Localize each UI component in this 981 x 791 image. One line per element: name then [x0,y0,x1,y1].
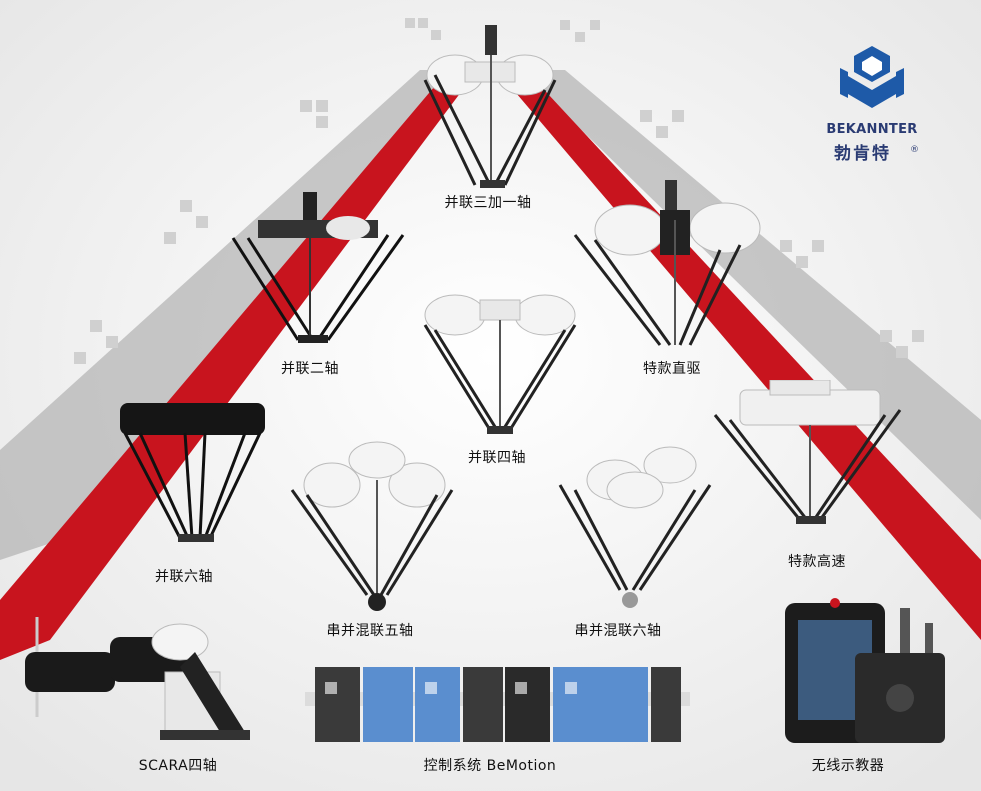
label-hybrid-5axis: 串并混联五轴 [326,623,414,639]
robot-parallel-6axis-illustration [120,403,265,542]
brand-name-zh: 勃肯特 [834,144,891,164]
robot-hybrid-6axis-illustration [558,446,712,608]
brand-name-en: BEKANNTER [826,122,918,137]
label-parallel-4axis: 并联四轴 [468,450,526,466]
robot-parallel-4axis-illustration [423,294,577,434]
label-wireless-pendant: 无线示教器 [811,758,885,774]
robot-special-high-speed-illustration [713,380,902,524]
robot-parallel-3plus1-illustration [423,25,557,188]
label-special-high-speed: 特款高速 [788,554,846,570]
robot-special-direct-drive-illustration [573,180,761,346]
label-parallel-3plus1: 并联三加一轴 [444,195,532,211]
label-parallel-6axis: 并联六轴 [155,569,213,585]
label-control-system: 控制系统 BeMotion [423,758,557,774]
pixel-pattern [74,18,924,364]
wireless-pendant-illustration [785,598,945,743]
label-scara-4axis: SCARA四轴 [138,758,218,774]
robot-hybrid-5axis-illustration [290,441,454,611]
label-hybrid-6axis: 串并混联六轴 [574,623,662,639]
registered-mark: ® [910,145,919,155]
robot-scara-4axis-illustration [25,617,250,740]
control-system-bemotion-illustration [305,667,690,742]
robot-parallel-2axis-illustration [231,192,405,343]
brand-emblem-icon [840,46,904,108]
label-parallel-2axis: 并联二轴 [281,361,339,377]
brand-logo: BEKANNTER 勃肯特 ® [812,42,932,164]
label-special-direct-drive: 特款直驱 [643,361,701,377]
